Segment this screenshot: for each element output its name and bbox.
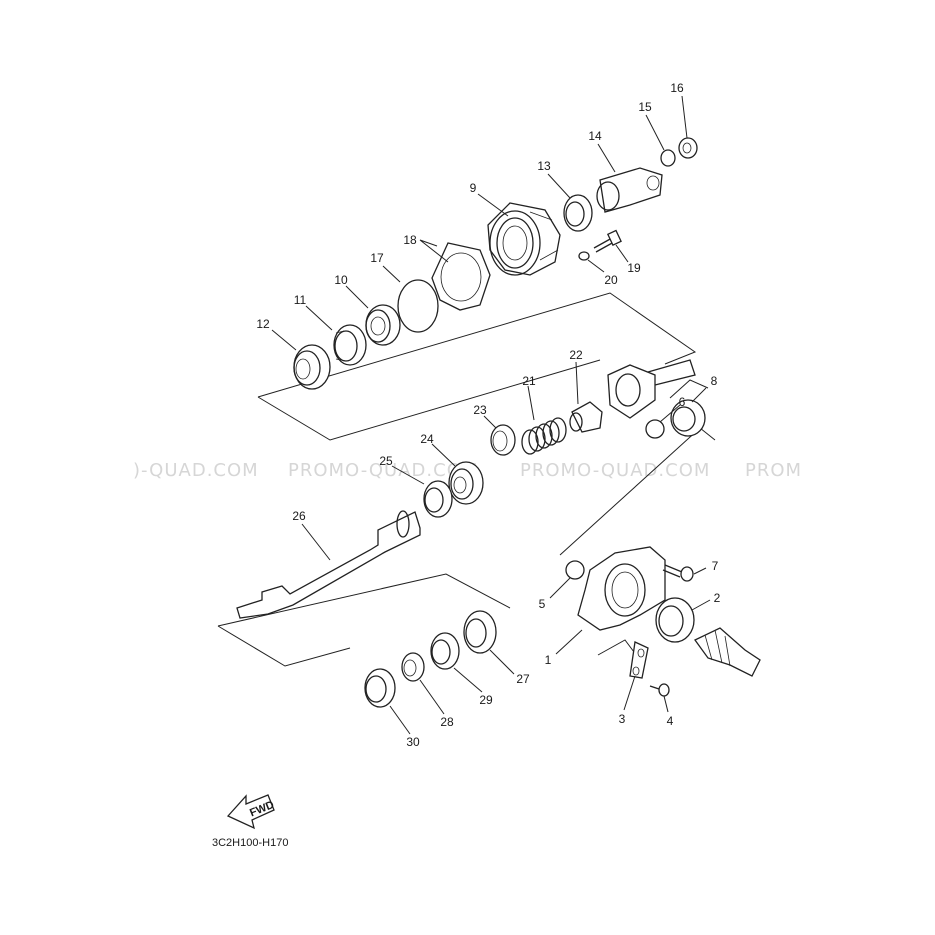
part-20-washer — [578, 251, 590, 261]
part-24-bearing — [448, 461, 484, 505]
part-23-collar — [490, 424, 516, 456]
callout-19: 19 — [627, 261, 641, 275]
part-19-bolt — [593, 229, 622, 253]
part-15-washer — [660, 149, 676, 167]
callout-13: 13 — [537, 159, 551, 173]
part-25-seal — [423, 480, 453, 518]
callout-22: 22 — [569, 348, 583, 362]
callout-17: 17 — [370, 251, 384, 265]
callout-23: 23 — [473, 403, 487, 417]
callout-12: 12 — [256, 317, 270, 331]
watermark-center-b: PROMO-QUAD.COM — [520, 460, 710, 481]
part-22-cam — [569, 401, 603, 433]
watermark-left: )-QUAD.COM — [133, 460, 259, 481]
part-27-bearing — [463, 610, 497, 654]
reference-code: 3C2H100-H170 — [212, 837, 288, 849]
callout-30: 30 — [406, 735, 420, 749]
lower-shaft-frame-bottom — [217, 625, 351, 667]
callout-8: 8 — [711, 374, 718, 388]
part-14-yoke — [596, 167, 663, 213]
pinion-shaft — [694, 627, 761, 677]
middle-frame — [559, 427, 716, 556]
leader-lines — [271, 95, 711, 735]
callout-3: 3 — [619, 712, 626, 726]
part-30-seal — [364, 668, 396, 708]
callout-14: 14 — [588, 129, 602, 143]
part-1-case — [577, 546, 666, 631]
part-29-bearing — [430, 632, 460, 670]
part-11-bearing — [333, 324, 367, 366]
part-10-bearing — [365, 304, 401, 346]
part-9-housing — [487, 202, 561, 276]
callout-26: 26 — [292, 509, 306, 523]
callout-29: 29 — [479, 693, 493, 707]
callouts: 1 2 3 4 5 6 7 8 9 10 11 12 13 14 15 16 1… — [256, 81, 720, 749]
part-16-nut — [678, 137, 698, 159]
part-28-collar — [401, 652, 425, 682]
callout-2: 2 — [714, 591, 721, 605]
part-8-ring-gear — [607, 359, 696, 419]
callout-24: 24 — [420, 432, 434, 446]
callout-18: 18 — [403, 233, 417, 247]
part-12-seal — [293, 344, 331, 390]
callout-20: 20 — [604, 273, 618, 287]
callout-15: 15 — [638, 100, 652, 114]
callout-10: 10 — [334, 273, 348, 287]
part-26-shaft — [236, 510, 421, 619]
part-18-shim — [431, 242, 491, 311]
callout-16: 16 — [670, 81, 684, 95]
callout-7: 7 — [712, 559, 719, 573]
upper-frame — [257, 292, 697, 398]
callout-1: 1 — [545, 653, 552, 667]
callout-4: 4 — [667, 714, 674, 728]
part-7-bolt — [662, 564, 694, 582]
callout-27: 27 — [516, 672, 530, 686]
part-17-o-ring — [397, 279, 439, 333]
callout-5: 5 — [539, 597, 546, 611]
part-3-plate — [629, 641, 649, 679]
lower-shaft-frame — [217, 573, 511, 627]
part-5-o-ring — [565, 560, 585, 580]
part-6-collar — [645, 419, 665, 439]
part-21-spring — [521, 417, 567, 455]
callout-6: 6 — [679, 395, 686, 409]
callout-9: 9 — [470, 181, 477, 195]
callout-21: 21 — [522, 374, 536, 388]
part-8-pinion — [670, 399, 706, 437]
part-2-bearing — [655, 597, 695, 643]
callout-25: 25 — [379, 454, 393, 468]
fwd-arrow-icon: FWD — [226, 794, 276, 830]
callout-28: 28 — [440, 715, 454, 729]
watermark-right: PROM — [745, 460, 802, 481]
upper-frame-bottom — [257, 359, 601, 441]
callout-11: 11 — [294, 293, 307, 307]
part-13-seal — [563, 194, 593, 232]
watermark-center-a: PROMO-QUAD.COM — [288, 460, 478, 481]
part-4-bolt — [649, 683, 670, 697]
